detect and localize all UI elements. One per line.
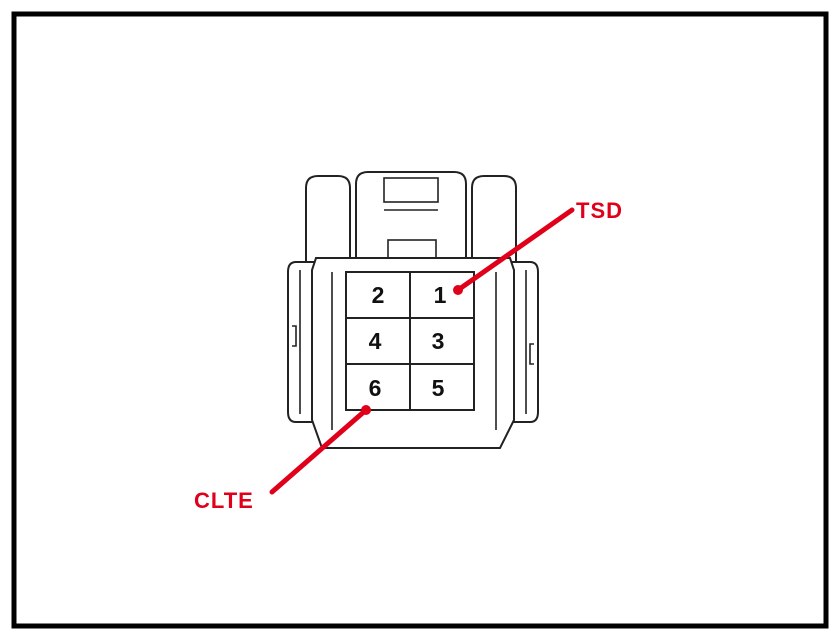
callout-line-tsd bbox=[455, 207, 575, 293]
pin-number-4: 4 bbox=[369, 328, 382, 354]
center-latch bbox=[355, 171, 467, 263]
right-side-clip bbox=[509, 261, 539, 423]
pin-cell-6 bbox=[345, 363, 411, 411]
callout-line-clte bbox=[269, 407, 369, 495]
pin-cell-1 bbox=[409, 271, 475, 319]
right-side-clip-bump bbox=[529, 343, 534, 365]
pin-number-1: 1 bbox=[434, 282, 447, 308]
left-side-clip bbox=[287, 261, 319, 423]
pin-cell-5 bbox=[409, 363, 475, 411]
left-latch-tab bbox=[305, 175, 351, 263]
callout-tsd: TSD bbox=[453, 198, 623, 295]
callout-label-clte: CLTE bbox=[194, 488, 254, 513]
callout-clte: CLTE bbox=[194, 405, 371, 513]
callout-dot-tsd bbox=[453, 285, 463, 295]
center-latch-window bbox=[383, 177, 439, 203]
pin-grid: 2 1 4 3 6 5 bbox=[345, 271, 475, 411]
pin-number-3: 3 bbox=[432, 328, 445, 354]
pin-number-6: 6 bbox=[369, 375, 382, 401]
pin-number-5: 5 bbox=[432, 375, 445, 401]
left-side-clip-bump bbox=[292, 325, 297, 347]
pin-cell-3 bbox=[409, 317, 475, 365]
callout-label-tsd: TSD bbox=[576, 198, 623, 223]
right-latch-tab bbox=[471, 175, 517, 263]
pin-number-2: 2 bbox=[372, 282, 385, 308]
callout-dot-clte bbox=[361, 405, 371, 415]
